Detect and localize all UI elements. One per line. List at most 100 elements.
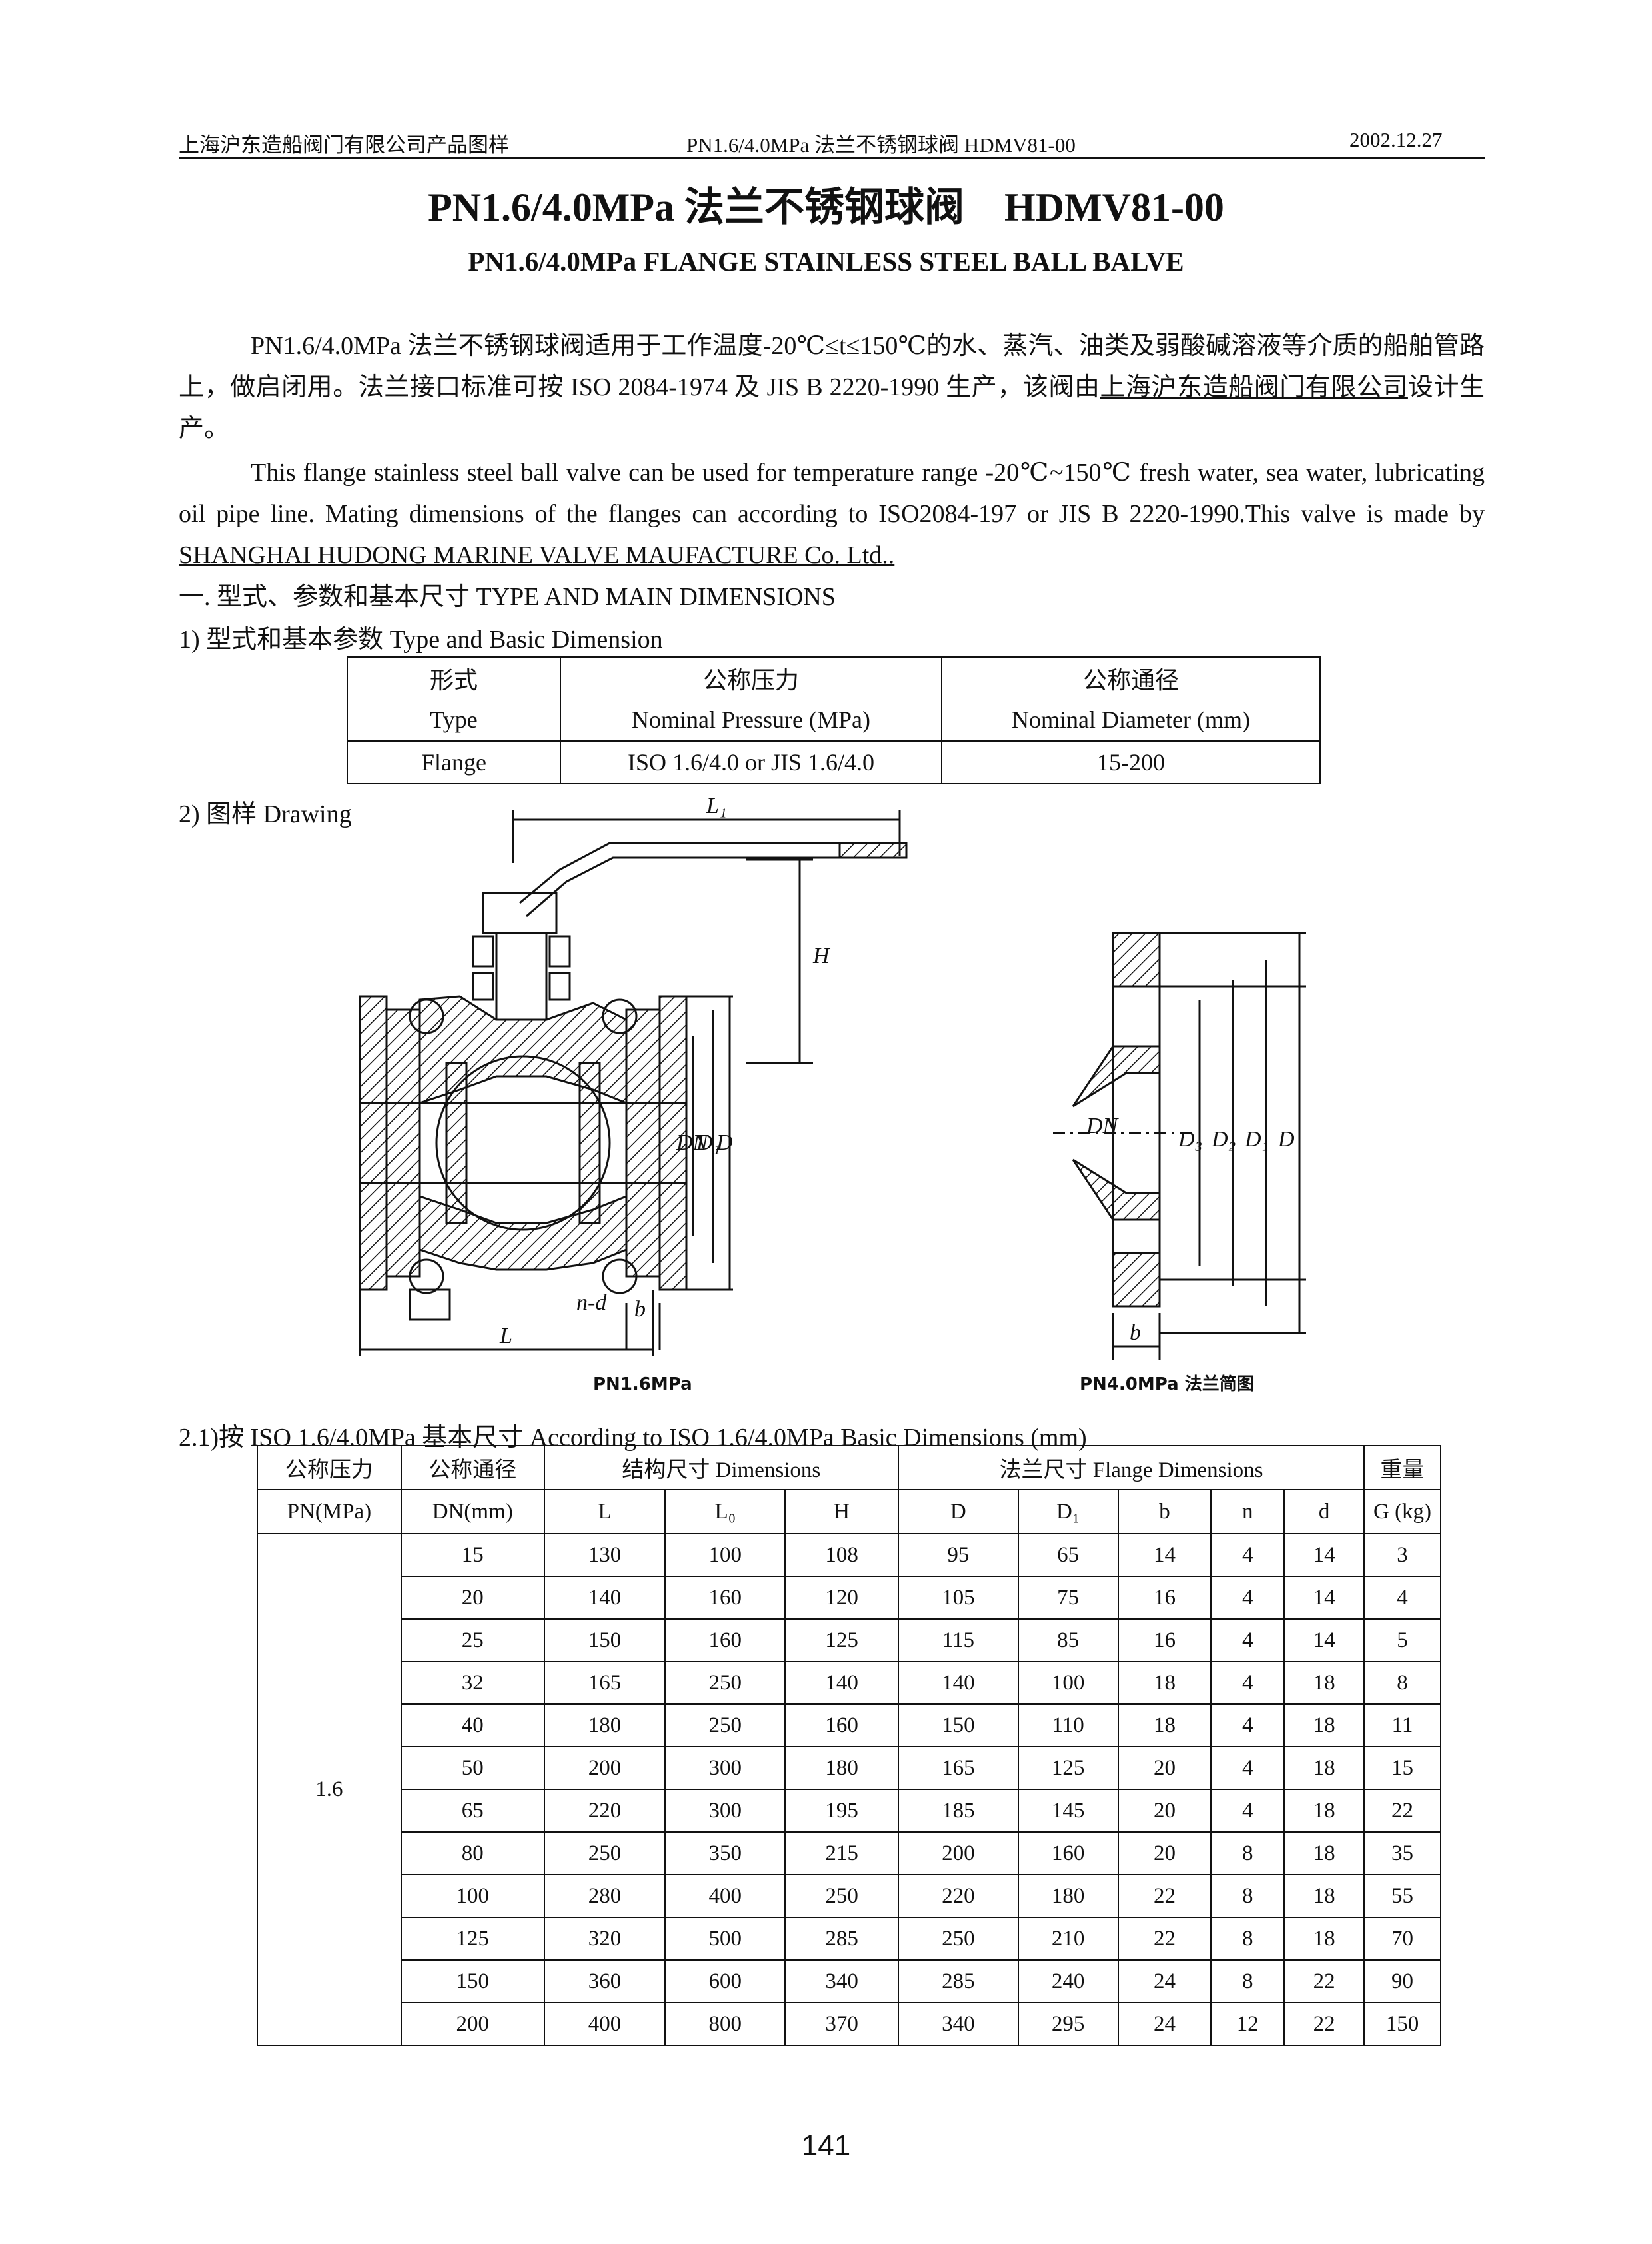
table-cell: 220 [543, 1789, 666, 1833]
table-cell: 150 [1363, 2002, 1441, 2046]
table-cell: 22 [1363, 1789, 1441, 1833]
intro-en-company: SHANGHAI HUDONG MARINE VALVE MAUFACTURE … [179, 541, 895, 569]
table-cell: 340 [897, 2002, 1019, 2046]
header-date: 2002.12.27 [1349, 128, 1443, 151]
label-flange-b: b [1130, 1320, 1141, 1345]
table-cell: 165 [897, 1746, 1019, 1790]
type-table-header-cn: 形式 公称压力 公称通径 [347, 656, 1321, 699]
sub-header-h: H [784, 1489, 899, 1534]
table-cell: 145 [1017, 1789, 1119, 1833]
table-cell: 18 [1283, 1917, 1365, 1961]
table-cell: 250 [897, 1917, 1019, 1961]
table-group-header-row: 公称压力 公称通径 结构尺寸 Dimensions 法兰尺寸 Flange Di… [257, 1445, 1441, 1490]
table-cell: 125 [784, 1618, 899, 1662]
table-cell: 18 [1283, 1661, 1365, 1705]
table-cell: 18 [1283, 1831, 1365, 1875]
type-table: 形式 公称压力 公称通径 Type Nominal Pressure (MPa)… [347, 656, 1321, 784]
table-cell: 160 [784, 1703, 899, 1747]
table-cell: 200 [897, 1831, 1019, 1875]
sub-header-d1: D₁ [1017, 1489, 1119, 1534]
label-d: D [716, 1130, 733, 1155]
table-cell: 125 [1017, 1746, 1119, 1790]
table-cell: 18 [1283, 1874, 1365, 1918]
table-cell: 280 [543, 1874, 666, 1918]
table-cell: 140 [784, 1661, 899, 1705]
table-cell: 200 [400, 2002, 545, 2046]
table-cell: 14 [1283, 1576, 1365, 1620]
page-title: PN1.6/4.0MPa 法兰不锈钢球阀 HDMV81-00 [428, 185, 1224, 229]
header-type-cn: 形式 [347, 656, 561, 699]
label-nd: n-d [576, 1290, 607, 1315]
intro-cn-part1: PN1.6/4.0MPa 法兰不锈钢球阀适用于工作温度-20℃≤t≤150℃的水… [179, 332, 1485, 401]
table-cell: 250 [784, 1874, 899, 1918]
table-cell: 100 [664, 1533, 786, 1577]
table-cell: 220 [897, 1874, 1019, 1918]
table-cell: 15 [400, 1533, 545, 1577]
table-cell: 180 [543, 1703, 666, 1747]
table-cell: 14 [1283, 1618, 1365, 1662]
page-number: 141 [801, 2129, 851, 2162]
table-cell: 160 [1017, 1831, 1119, 1875]
table-cell: 15 [1363, 1746, 1441, 1790]
table-cell: 100 [400, 1874, 545, 1918]
table-cell: 105 [897, 1576, 1019, 1620]
group-header-weight: 重量 [1363, 1445, 1441, 1490]
table-cell: 18 [1283, 1789, 1365, 1833]
table-cell: 8 [1363, 1661, 1441, 1705]
table-cell: 40 [400, 1703, 545, 1747]
label-flange-d1: D₁ [1244, 1127, 1269, 1152]
intro-en: This flange stainless steel ball valve c… [179, 452, 1485, 576]
table-cell: 90 [1363, 1959, 1441, 2003]
sub-header-b: b [1117, 1489, 1212, 1534]
table-cell: 18 [1283, 1746, 1365, 1790]
intro-en-part1: This flange stainless steel ball valve c… [179, 459, 1485, 528]
sub-header-d-hole: d [1283, 1489, 1365, 1534]
table-cell: 8 [1210, 1874, 1285, 1918]
sub-header-d: D [897, 1489, 1019, 1534]
table-cell: 12 [1210, 2002, 1285, 2046]
table-cell: 14 [1117, 1533, 1212, 1577]
label-l1: L₁ [706, 796, 727, 818]
table-cell: 165 [543, 1661, 666, 1705]
drawing-caption-right: PN4.0MPa 法兰简图 [1080, 1374, 1254, 1394]
table-cell: 285 [897, 1959, 1019, 2003]
table-cell: 25 [400, 1618, 545, 1662]
table-cell: 115 [897, 1618, 1019, 1662]
table-cell: 3 [1363, 1533, 1441, 1577]
table-cell: 22 [1283, 2002, 1365, 2046]
table-cell: 120 [784, 1576, 899, 1620]
table-cell: 20 [400, 1576, 545, 1620]
table-cell: 185 [897, 1789, 1019, 1833]
header-model: PN1.6/4.0MPa 法兰不锈钢球阀 HDMV81-00 [686, 133, 1076, 157]
table-cell: 240 [1017, 1959, 1119, 2003]
table-cell: 65 [400, 1789, 545, 1833]
group-header-pn: 公称压力 [257, 1445, 402, 1490]
table-cell: 195 [784, 1789, 899, 1833]
table-cell: 4 [1210, 1576, 1285, 1620]
table-cell: 160 [664, 1576, 786, 1620]
table-cell: 100 [1017, 1661, 1119, 1705]
type-cell: Flange [347, 740, 561, 784]
table-cell: 500 [664, 1917, 786, 1961]
table-cell: 14 [1283, 1533, 1365, 1577]
diameter-cell: 15-200 [941, 740, 1321, 784]
type-table-header-en: Type Nominal Pressure (MPa) Nominal Diam… [347, 699, 1321, 742]
dimensions-table: 公称压力 公称通径 结构尺寸 Dimensions 法兰尺寸 Flange Di… [257, 1445, 1441, 2046]
table-cell: 108 [784, 1533, 899, 1577]
header-rule [179, 157, 1485, 159]
sub-header-l0: L₀ [664, 1489, 786, 1534]
table-cell: 210 [1017, 1917, 1119, 1961]
header-type-en: Type [347, 699, 561, 742]
table-cell: 180 [1017, 1874, 1119, 1918]
table-cell: 300 [664, 1746, 786, 1790]
table-cell: 295 [1017, 2002, 1119, 2046]
table-cell: 95 [897, 1533, 1019, 1577]
intro-cn-part2: 设计生产。 [179, 373, 1485, 443]
